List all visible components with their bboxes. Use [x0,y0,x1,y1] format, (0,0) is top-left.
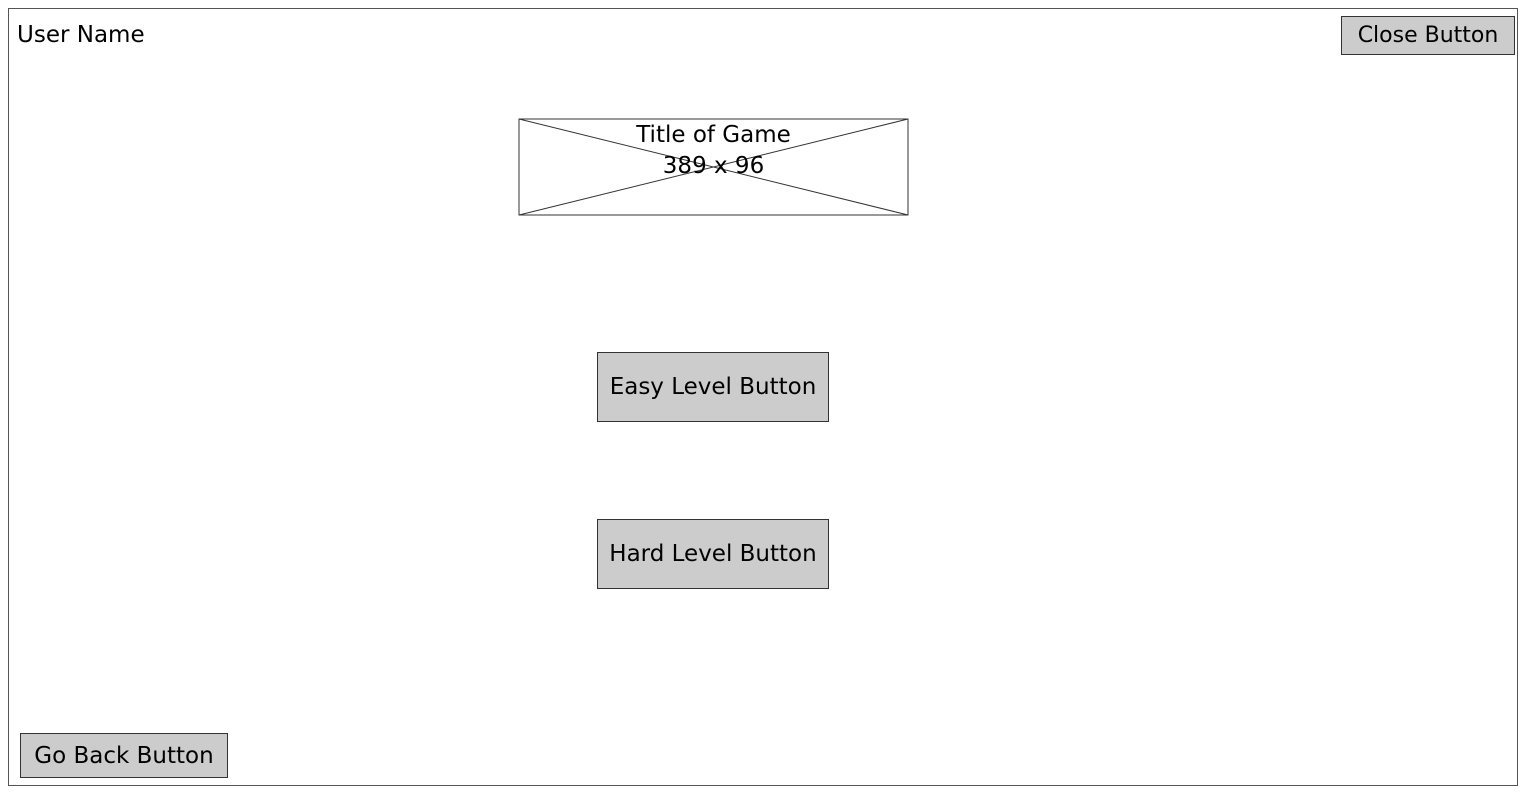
go-back-button[interactable]: Go Back Button [20,733,228,778]
game-title-image-placeholder: Title of Game 389 x 96 [518,118,909,216]
close-button[interactable]: Close Button [1341,16,1515,55]
user-name-label: User Name [17,22,145,48]
placeholder-cross-icon [518,118,909,216]
easy-level-button[interactable]: Easy Level Button [597,352,829,422]
title-placeholder-size: 389 x 96 [662,153,765,179]
title-placeholder-text: Title of Game 389 x 96 [518,120,909,182]
hard-level-button[interactable]: Hard Level Button [597,519,829,589]
title-placeholder-caption: Title of Game [636,122,791,148]
